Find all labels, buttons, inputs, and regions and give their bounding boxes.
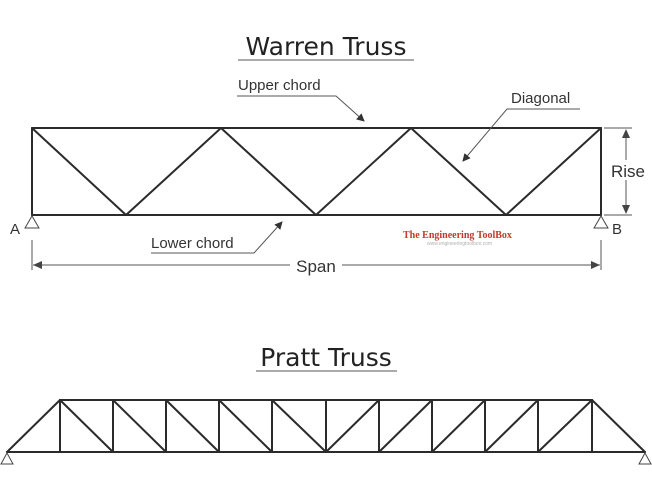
support-b-triangle-icon: [593, 215, 609, 229]
diagonal-leader: [462, 108, 580, 162]
pratt-end-rake-right: [591, 399, 646, 453]
lower-chord-label: Lower chord: [151, 235, 234, 252]
pratt-diagonal: [271, 399, 327, 453]
span-arrow-left-icon: [33, 261, 42, 269]
span-label: Span: [296, 257, 336, 276]
pratt-diagonal: [537, 399, 593, 453]
warren-diagonal: [505, 127, 602, 216]
watermark-title: The Engineering ToolBox: [403, 230, 512, 241]
warren-title: Warren Truss: [246, 32, 407, 61]
pratt-diagonal: [325, 399, 380, 453]
warren-diagonal: [315, 127, 412, 216]
support-a-triangle-icon: [24, 215, 40, 229]
rise-arrow-down-icon: [622, 205, 630, 214]
pratt-diagonal: [218, 399, 273, 453]
warren-diagonal: [410, 127, 507, 216]
rise-label: Rise: [611, 162, 645, 181]
pratt-support-right-triangle-icon: [638, 451, 652, 465]
pratt-diagonal: [112, 399, 167, 453]
pratt-truss: [6, 399, 646, 453]
pratt-diagonal: [59, 399, 114, 453]
watermark-url: www.engineeringtoolbox.com: [427, 241, 492, 247]
span-arrow-right-icon: [591, 261, 600, 269]
support-a-label: A: [10, 221, 20, 238]
upper-chord-label: Upper chord: [238, 77, 321, 94]
upper-chord-leader: [237, 95, 365, 122]
pratt-title: Pratt Truss: [260, 343, 392, 372]
pratt-diagonal: [165, 399, 220, 453]
pratt-diagonal: [431, 399, 486, 453]
warren-diagonal: [31, 127, 127, 216]
support-b-label: B: [612, 221, 622, 238]
pratt-diagonal: [378, 399, 433, 453]
diagonal-label: Diagonal: [511, 90, 570, 107]
pratt-diagonal: [484, 399, 539, 453]
warren-diagonal: [125, 127, 222, 216]
pratt-support-left-triangle-icon: [0, 451, 14, 465]
lower-chord-leader: [151, 221, 283, 254]
rise-arrow-up-icon: [622, 129, 630, 138]
rise-label-bg: [608, 160, 646, 180]
span-label-bg: [290, 255, 342, 275]
pratt-end-rake-left: [6, 399, 61, 453]
warren-truss: [31, 127, 602, 216]
warren-diagonal: [220, 127, 317, 216]
